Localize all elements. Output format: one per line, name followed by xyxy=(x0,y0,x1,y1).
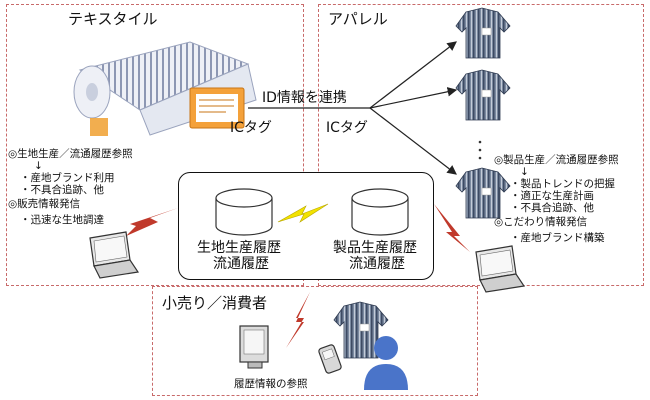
link-label: ID情報を連携 xyxy=(262,90,347,106)
db-left-line1: 生地生産履歴 xyxy=(197,240,281,256)
lightning-icon xyxy=(286,292,310,348)
ic-tag-label-left: ICタグ xyxy=(230,120,272,136)
ic-tag-label-right: ICタグ xyxy=(326,120,368,136)
textile-ref-item: ・産地ブランド利用 xyxy=(20,172,115,184)
db-left-line2: 流通履歴 xyxy=(213,256,269,272)
textile-zone xyxy=(6,4,304,286)
db-right-line2: 流通履歴 xyxy=(349,256,405,272)
arrow-to-shirt-3 xyxy=(369,107,457,175)
laptop-icon xyxy=(475,245,526,293)
apparel-arrow: ↓ xyxy=(520,166,529,178)
laptop-icon xyxy=(89,231,140,279)
retail-caption: 履歴情報の参照 xyxy=(234,378,308,390)
database-icon xyxy=(351,188,409,236)
retail-zone-title: 小売り／消費者 xyxy=(162,294,268,312)
arrow-to-shirt-2 xyxy=(369,87,458,109)
apparel-ref-item: ・適正な生産計画 xyxy=(510,190,594,202)
fabric-roll-icon xyxy=(73,41,257,136)
database-icon xyxy=(215,188,273,236)
lightning-icon xyxy=(277,203,329,223)
apparel-ref-item: ・不具合追跡、他 xyxy=(510,202,594,214)
apparel-ref-item: ・製品トレンドの把握 xyxy=(510,178,615,190)
textile-sales-item: ・迅速な生地調達 xyxy=(20,214,104,226)
textile-arrow: ↓ xyxy=(34,160,43,172)
textile-sales-header: ◎販売情報発信 xyxy=(8,198,81,210)
db-right-line1: 製品生産履歴 xyxy=(333,240,417,256)
person-icon xyxy=(364,336,408,390)
lightning-icon xyxy=(126,208,178,236)
apparel-zone xyxy=(318,4,644,286)
shirt-icon xyxy=(455,167,511,219)
mobile-phone-icon xyxy=(318,344,342,374)
monitor-icon xyxy=(239,325,269,369)
ic-tag-icon xyxy=(189,87,245,129)
lightning-icon xyxy=(434,204,470,252)
apparel-zone-title: アパレル xyxy=(328,10,388,28)
shirt-icon xyxy=(455,69,511,121)
apparel-info-header: ◎こだわり情報発信 xyxy=(494,216,588,228)
textile-zone-title: テキスタイル xyxy=(68,10,158,28)
shirt-icon xyxy=(455,7,511,59)
textile-ref-item: ・不具合追跡、他 xyxy=(20,184,104,196)
apparel-info-item: ・産地ブランド構築 xyxy=(510,232,605,244)
retail-zone xyxy=(152,286,478,396)
apparel-ref-header: ◎製品生産／流通履歴参照 xyxy=(494,154,619,166)
textile-ref-header: ◎生地生産／流通履歴参照 xyxy=(8,148,133,160)
arrow-to-shirt-1 xyxy=(369,41,457,109)
